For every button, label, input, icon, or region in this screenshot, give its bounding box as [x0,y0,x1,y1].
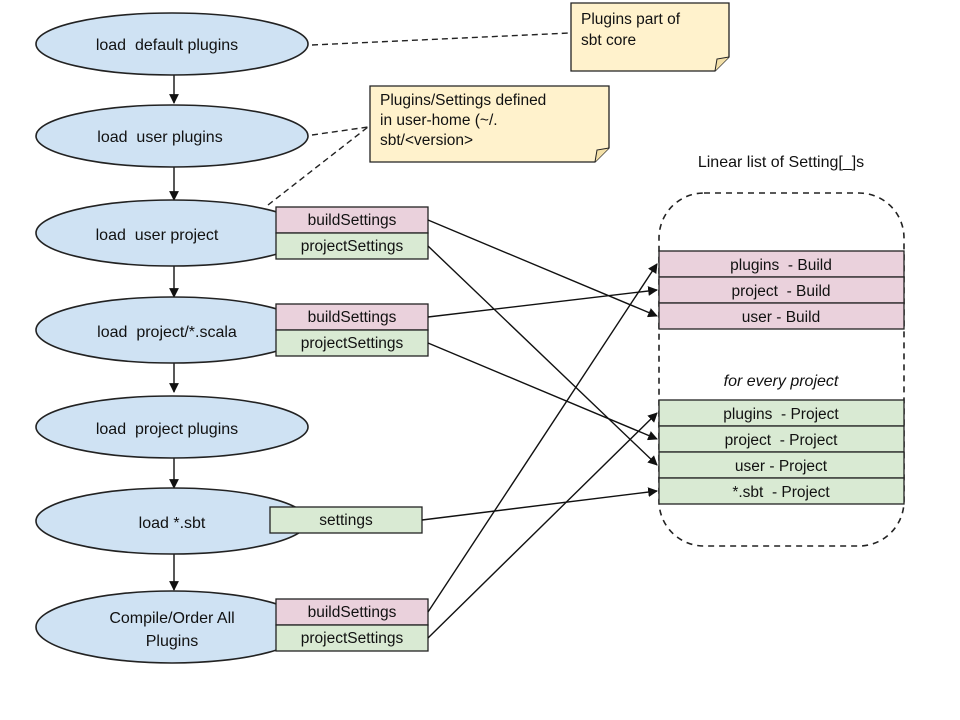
note-fold [594,147,610,163]
list-item-project [658,477,905,505]
mapping-arrow [421,487,658,521]
list-item-project [658,425,905,453]
settings-box [269,506,423,534]
node-load-project-scala: load project/*.scala [35,296,309,364]
note-connector-user-plugins [311,126,369,136]
project-settings-label: projectSettings [301,630,404,647]
node-load-user-project: load user project [35,199,309,267]
settings-label: settings [319,512,373,529]
setting-boxes: buildSettings projectSettings buildSetti… [269,206,429,652]
note-line: in user-home (~/. [380,112,498,129]
node-load-project-plugins: load project plugins [35,395,309,459]
note-connector-core [311,32,571,46]
project-settings-box [275,232,429,260]
build-settings-label: buildSettings [308,212,397,229]
mapping-arrow [427,245,658,466]
mapping-arrow [427,263,658,613]
list-item-label: user - Build [742,309,820,326]
list-item-build [658,276,905,304]
note-line: Plugins/Settings defined [380,92,546,109]
process-nodes: load default plugins load user plugins l… [35,12,309,664]
note-connectors [267,32,571,206]
mapping-arrows [421,219,658,639]
node-label: load *.sbt [139,515,206,532]
note-fold [714,56,730,72]
per-project-caption: for every project [724,373,839,390]
note-line: sbt core [581,32,636,49]
node-shape [35,590,309,664]
node-shape [35,395,309,459]
mapping-arrow [427,219,658,318]
node-label: load default plugins [96,37,238,54]
node-compile-order-all-plugins: Compile/Order All Plugins [35,590,309,664]
build-settings-label: buildSettings [308,309,397,326]
list-item-label: project - Build [731,283,830,300]
project-settings-box [275,624,429,652]
linear-list: Linear list of Setting[_]s plugins - Bui… [658,154,905,547]
list-item-project [658,399,905,427]
list-item-build [658,250,905,278]
mapping-arrow [427,286,658,318]
build-settings-label: buildSettings [308,604,397,621]
linear-list-title: Linear list of Setting[_]s [698,154,864,171]
node-label-line-1: Compile/Order All [109,610,234,627]
project-settings-box [275,329,429,357]
note-line: sbt/<version> [380,132,473,149]
note-user-home: Plugins/Settings defined in user-home (~… [369,85,610,163]
mapping-arrow [427,342,658,441]
notes: Plugins part of sbt core Plugins/Setting… [369,2,730,163]
node-load-default-plugins: load default plugins [35,12,309,76]
build-settings-box [275,303,429,331]
node-label: load user project [96,227,219,244]
node-label: load user plugins [97,129,222,146]
node-shape [35,12,309,76]
project-settings-label: projectSettings [301,238,404,255]
node-label: load project plugins [96,421,238,438]
node-load-user-plugins: load user plugins [35,104,309,168]
linear-list-container [658,192,905,547]
list-item-label: project - Project [725,432,839,449]
node-shape [35,104,309,168]
note-connector-user-project [267,126,369,206]
note-core: Plugins part of sbt core [570,2,730,72]
node-label-line-2: Plugins [146,633,198,650]
list-item-label: user - Project [735,458,828,475]
list-item-label: plugins - Project [723,406,839,423]
node-label: load project/*.scala [97,324,237,341]
mapping-arrow [427,412,658,639]
list-item-label: plugins - Build [730,257,832,274]
project-settings-label: projectSettings [301,335,404,352]
node-load-sbt: load *.sbt [35,487,309,555]
list-item-build [658,302,905,330]
build-settings-box [275,206,429,234]
list-item-label: *.sbt - Project [732,484,830,501]
note-line: Plugins part of [581,11,681,28]
